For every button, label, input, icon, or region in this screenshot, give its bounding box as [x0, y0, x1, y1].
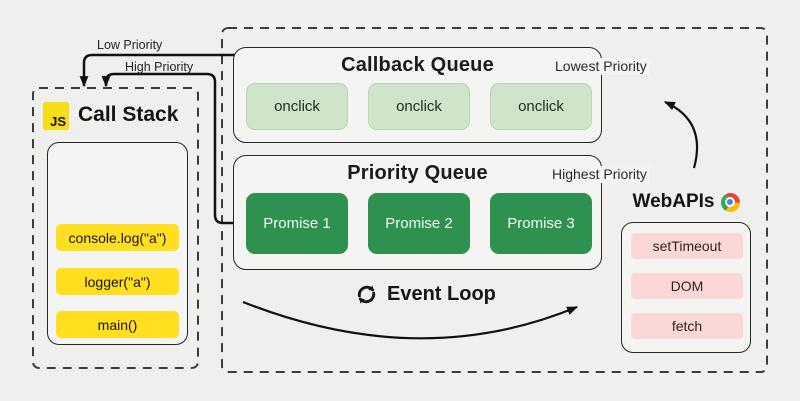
call-stack-dashed-border: [32, 87, 199, 369]
highest-priority-label: Highest Priority: [549, 166, 650, 183]
stack-frame: logger("a"): [56, 268, 179, 295]
webapis-title: WebAPIs: [632, 191, 715, 212]
lowest-priority-label: Lowest Priority: [552, 58, 650, 75]
runtime-dashed-border: [221, 27, 768, 373]
stack-frame: main(): [56, 311, 179, 338]
webapi-item: setTimeout: [631, 233, 743, 259]
callback-queue-box: Callback Queue Lowest Priority onclick o…: [233, 47, 650, 143]
chrome-icon: [720, 192, 740, 212]
priority-queue-item: Promise 1: [246, 193, 348, 254]
webapi-item: DOM: [631, 273, 743, 299]
call-stack-container: console.log("a") logger("a") main(): [47, 142, 188, 345]
webapis-header: WebAPIs: [621, 191, 751, 213]
webapi-item: fetch: [631, 313, 743, 339]
callback-queue-item: onclick: [246, 83, 348, 130]
low-priority-arrow: [79, 53, 236, 88]
call-stack-title: Call Stack: [78, 103, 179, 126]
event-loop-curve-arrow: [242, 300, 579, 340]
high-priority-arrow: [101, 72, 233, 225]
js-logo-icon: JS: [43, 102, 69, 130]
priority-queue-item: Promise 3: [490, 193, 592, 254]
event-loop: Event Loop: [355, 283, 496, 306]
low-priority-label: Low Priority: [97, 38, 163, 52]
priority-queue-item: Promise 2: [368, 193, 470, 254]
stack-frame: console.log("a"): [56, 224, 179, 251]
webapis-box: setTimeout DOM fetch: [621, 222, 751, 353]
sync-icon: [357, 285, 376, 304]
priority-queue-title: Priority Queue: [347, 162, 488, 184]
callback-queue-title: Callback Queue: [341, 54, 494, 76]
priority-queue-box: Priority Queue Highest Priority Promise …: [233, 155, 650, 270]
callback-queue-item: onclick: [368, 83, 470, 130]
high-priority-label: High Priority: [125, 60, 194, 74]
webapi-to-queue-curve-arrow: [663, 100, 699, 169]
event-loop-label: Event Loop: [387, 283, 496, 305]
callback-queue-item: onclick: [490, 83, 592, 130]
